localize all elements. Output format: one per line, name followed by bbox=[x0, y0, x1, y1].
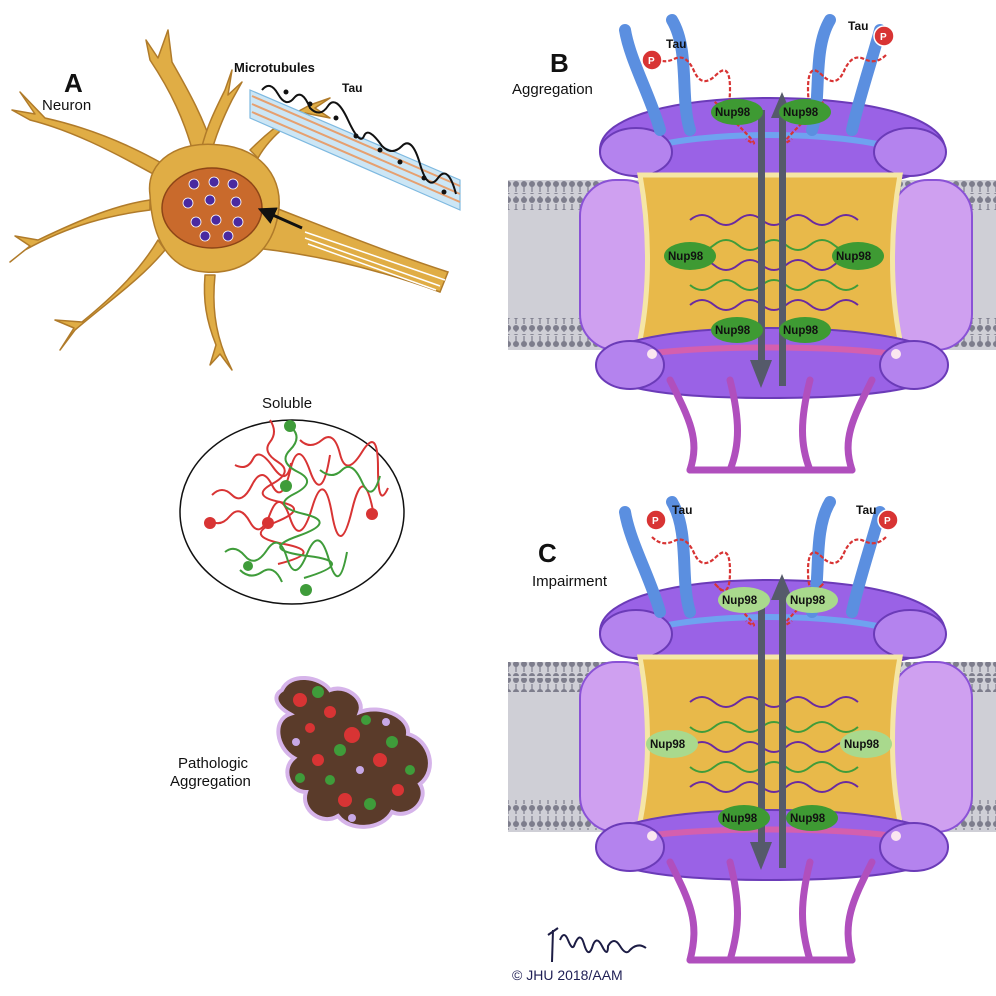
tau-label-a: Tau bbox=[342, 81, 362, 95]
spoke-right-b bbox=[891, 179, 973, 351]
nup98-group-b bbox=[664, 99, 884, 343]
nup98-mid-left-b: Nup98 bbox=[668, 251, 704, 263]
tau-label-left-b: Tau bbox=[666, 37, 686, 51]
tau-label-left-c: Tau bbox=[672, 503, 692, 517]
tau-chain-right-b bbox=[782, 54, 887, 145]
panel-a: A Neuron bbox=[9, 29, 461, 829]
nuclear-pores bbox=[182, 176, 244, 242]
panel-c-title: Impairment bbox=[532, 573, 608, 590]
panel-b-title: Aggregation bbox=[512, 81, 593, 98]
soluble-tau-green bbox=[224, 427, 381, 583]
nup98-top-right-c: Nup98 bbox=[790, 595, 826, 607]
phospho-left-b: P bbox=[648, 56, 655, 67]
nup98-bot-right-c: Nup98 bbox=[790, 813, 826, 825]
nup98-mid-right-b: Nup98 bbox=[836, 251, 872, 263]
phospho-right-c: P bbox=[884, 516, 891, 527]
panel-b: P P Tau Tau bbox=[508, 14, 996, 474]
microtubules-label: Microtubules bbox=[234, 60, 315, 75]
tau-beads bbox=[283, 89, 447, 195]
panel-b-letter: B bbox=[550, 48, 569, 78]
nup98-top-left-b: Nup98 bbox=[715, 107, 751, 119]
nucleus-arrow bbox=[257, 207, 303, 230]
nup98-bot-left-c: Nup98 bbox=[722, 813, 758, 825]
soluble-tau-red bbox=[209, 419, 389, 565]
nup98-bot-right-b: Nup98 bbox=[783, 325, 819, 337]
axon-microtubule-lines bbox=[304, 231, 446, 291]
nup98-top-right-b: Nup98 bbox=[783, 107, 819, 119]
nup98-top-left-c: Nup98 bbox=[722, 595, 758, 607]
nup98-mid-right-c: Nup98 bbox=[844, 739, 880, 751]
soluble-label: Soluble bbox=[262, 395, 312, 412]
nup98-group-c bbox=[646, 587, 892, 831]
neuron-dendrites bbox=[9, 29, 331, 371]
tau-label-right-b: Tau bbox=[848, 19, 868, 33]
filament-left-b bbox=[619, 24, 666, 136]
panel-a-letter: A bbox=[64, 68, 83, 98]
nup98-bot-left-b: Nup98 bbox=[715, 325, 751, 337]
nuclear-basket-c bbox=[666, 858, 876, 964]
soluble-terminals bbox=[204, 420, 378, 596]
nuclear-basket-b bbox=[666, 376, 876, 474]
nup98-mid-left-c: Nup98 bbox=[650, 739, 686, 751]
panel-c: P P Tau Tau bbox=[508, 496, 996, 964]
artist-signature bbox=[547, 927, 647, 963]
pathologic-aggregate bbox=[274, 675, 432, 829]
fg-strands-c bbox=[689, 696, 859, 793]
fg-strands-b bbox=[689, 214, 859, 311]
panel-c-letter: C bbox=[538, 538, 557, 568]
phospho-left-c: P bbox=[652, 516, 659, 527]
neuron-axon bbox=[254, 198, 449, 293]
neuron-label: Neuron bbox=[42, 97, 91, 114]
pathologic-label-line1: Pathologic bbox=[178, 755, 249, 772]
microtubule-bundle bbox=[249, 89, 461, 211]
transport-arrows-c bbox=[750, 574, 793, 870]
tau-chain-left-b bbox=[651, 54, 756, 145]
tau-label-right-c: Tau bbox=[856, 503, 876, 517]
pathologic-label-line2: Aggregation bbox=[170, 773, 251, 790]
phospho-right-b: P bbox=[880, 32, 887, 43]
copyright-credit: © JHU 2018/AAM bbox=[512, 967, 623, 983]
